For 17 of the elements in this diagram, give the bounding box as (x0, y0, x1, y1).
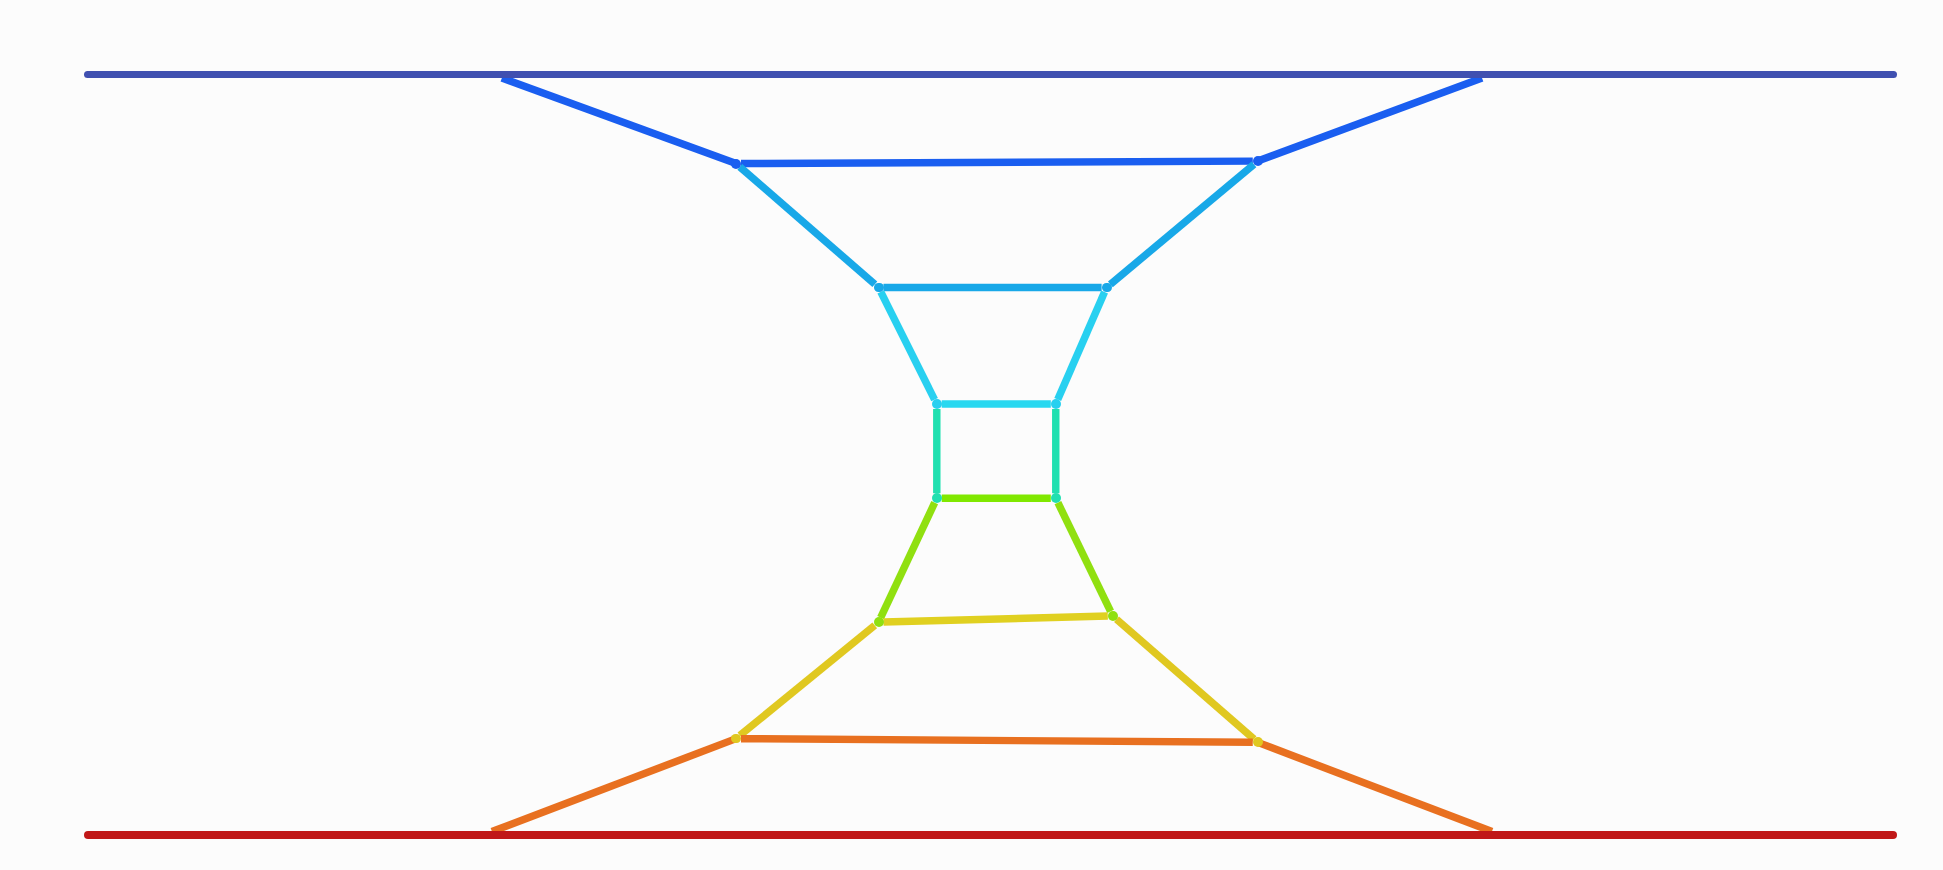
connector-line (933, 408, 941, 494)
connector-line (741, 157, 1253, 168)
connector-line (1108, 161, 1257, 288)
connector-line (941, 494, 1051, 502)
connector-line (877, 290, 938, 402)
connector-line (737, 164, 878, 288)
connector-line (1114, 616, 1257, 742)
connector-line (741, 734, 1253, 747)
horizontal-bar (84, 831, 1898, 839)
connector-line (883, 612, 1108, 626)
connector-line (1054, 501, 1114, 614)
connector-line (877, 501, 939, 620)
connector-line (1054, 290, 1108, 401)
connector-line (941, 400, 1051, 408)
connector-line (883, 283, 1102, 292)
horizontal-bar (84, 70, 1898, 79)
connector-line (1052, 408, 1060, 494)
